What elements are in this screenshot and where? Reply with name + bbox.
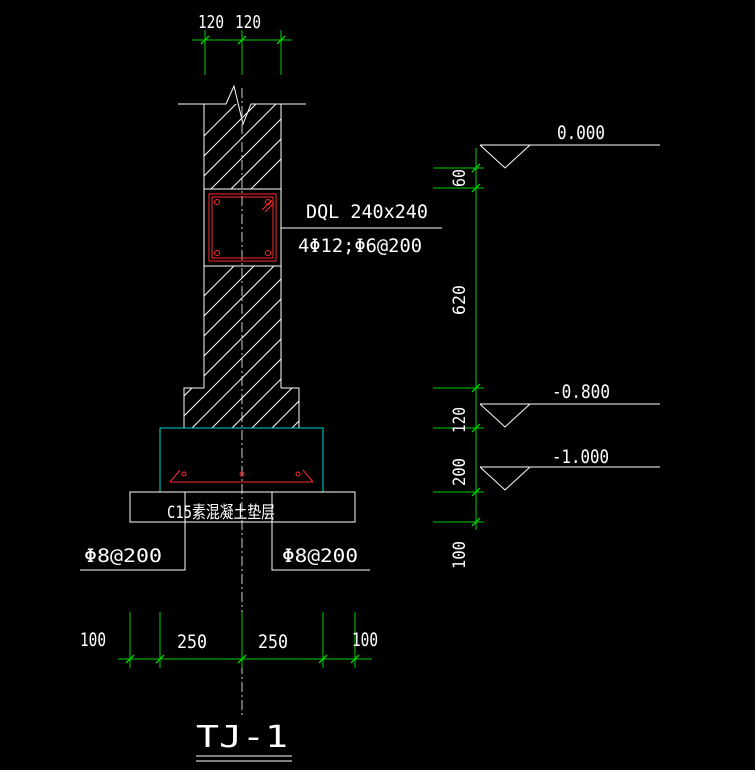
dim-bottom-2: 250 [177,631,207,653]
dim-vert-620: 620 [450,285,470,315]
cushion-layer: C15素混凝土垫层 [129,491,356,523]
dim-vert-120: 120 [450,407,470,433]
dim-bottom-1: 100 [80,629,106,651]
top-dimension: 120 120 [192,12,292,75]
dim-top-right: 120 [235,12,261,33]
dim-top-left: 120 [198,12,224,33]
elevation-1000: -1.000 [552,446,609,468]
elevation-markers: 0.000 -0.800 -1.000 [479,122,660,491]
brick-wall [178,84,306,428]
beam-rebar-label: 4Φ12;Φ6@200 [298,235,422,257]
ring-beam: DQL 240x240 4Φ12;Φ6@200 [203,188,442,267]
wall-hatch-upper [204,104,281,189]
elevation-0000: 0.000 [557,122,605,144]
wall-hatch-lower [184,266,299,428]
dim-vert-200: 200 [450,458,470,486]
title-text: TJ-1 [196,720,288,755]
dim-bottom-4: 100 [352,629,378,651]
rebar-left-label: Φ8@200 [84,545,162,567]
bottom-dimension: 100 250 250 100 [80,612,378,668]
cushion-label: C15素混凝土垫层 [167,503,275,523]
dim-bottom-3: 250 [258,631,288,653]
dim-vert-60: 60 [450,169,470,187]
rebar-leaders: Φ8@200 Φ8@200 [80,492,370,571]
drawing-title: TJ-1 [196,720,292,762]
vertical-dimension: 60 620 120 200 100 [433,148,484,569]
elevation-0800: -0.800 [552,381,610,403]
beam-label: DQL 240x240 [306,201,428,223]
rebar-right-label: Φ8@200 [282,545,358,567]
dim-vert-100: 100 [450,541,470,569]
